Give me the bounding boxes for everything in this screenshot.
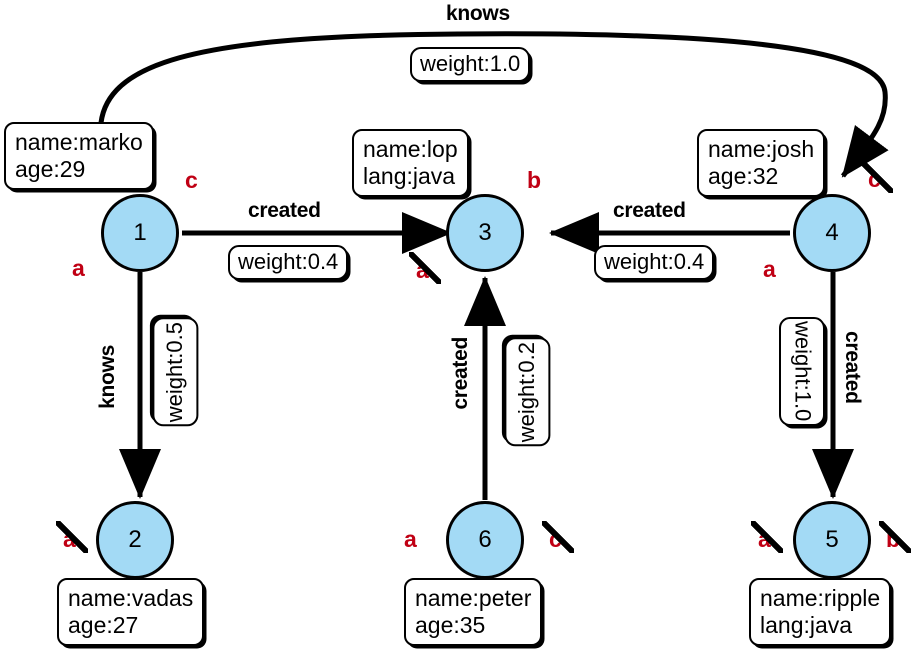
- edge-label-created-1-3: created: [248, 199, 321, 222]
- node-6-properties[interactable]: name:peter age:35: [404, 578, 543, 647]
- node-3-prop-lang: lang:java: [363, 162, 456, 189]
- node-5[interactable]: 5: [793, 501, 871, 579]
- edge-knows-1-4: [98, 31, 889, 178]
- annotation-node-1-a[interactable]: a: [72, 257, 85, 280]
- edge-weight-created-4-3[interactable]: weight:0.4: [594, 245, 715, 281]
- annotation-letter: a: [56, 521, 88, 553]
- edge-weight-created-4-5[interactable]: weight:1.0: [779, 317, 826, 427]
- node-5-properties[interactable]: name:ripple lang:java: [749, 578, 892, 647]
- annotation-node-4-a[interactable]: a: [763, 258, 776, 281]
- node-4-label: 4: [825, 219, 839, 246]
- annotation-node-3-b[interactable]: b: [527, 169, 541, 192]
- node-2-prop-name: name:vadas: [68, 585, 194, 611]
- node-6-prop-name: name:peter: [415, 585, 532, 611]
- edge-label-knows-1-4: knows: [446, 2, 510, 25]
- edge-label-created-4-3: created: [613, 199, 686, 222]
- annotation-letter: c: [861, 161, 893, 193]
- node-3-label: 3: [478, 219, 492, 246]
- annotation-letter: a: [751, 521, 783, 553]
- node-4-prop-name: name:josh: [708, 136, 815, 162]
- annotation-node-3-a-struck[interactable]: a: [409, 252, 441, 284]
- node-2-prop-age: age:27: [68, 611, 139, 638]
- annotation-letter: c: [185, 167, 198, 193]
- node-5-label: 5: [825, 526, 839, 553]
- annotation-node-4-c-struck[interactable]: c: [861, 161, 893, 193]
- annotation-letter: a: [763, 256, 776, 282]
- node-5-prop-name: name:ripple: [760, 585, 881, 611]
- node-3-prop-name: name:lop: [363, 136, 458, 162]
- edge-label-created-6-3: created: [449, 337, 472, 410]
- edge-weight-knows-1-4[interactable]: weight:1.0: [410, 47, 531, 83]
- edge-weight-created-6-3[interactable]: weight:0.2: [504, 337, 551, 447]
- edge-weight-knows-1-2[interactable]: weight:0.5: [152, 317, 199, 427]
- node-4-prop-age: age:32: [708, 162, 779, 189]
- node-4[interactable]: 4: [793, 194, 871, 272]
- annotation-node-2-a-struck[interactable]: a: [56, 521, 88, 553]
- node-3-properties[interactable]: name:lop lang:java: [352, 129, 469, 198]
- annotation-node-6-c-struck[interactable]: c: [542, 521, 574, 553]
- node-4-properties[interactable]: name:josh age:32: [697, 129, 826, 198]
- node-2-label: 2: [128, 526, 142, 553]
- annotation-letter: a: [404, 526, 417, 552]
- node-1-properties[interactable]: name:marko age:29: [4, 122, 154, 191]
- node-1[interactable]: 1: [101, 194, 179, 272]
- annotation-letter: a: [409, 252, 441, 284]
- edge-label-knows-1-2: knows: [96, 345, 119, 409]
- node-1-prop-age: age:29: [15, 155, 86, 182]
- node-1-prop-name: name:marko: [15, 129, 143, 155]
- node-1-label: 1: [133, 219, 147, 246]
- node-6-label: 6: [478, 526, 492, 553]
- annotation-node-5-b-struck[interactable]: b: [878, 521, 912, 553]
- node-2-properties[interactable]: name:vadas age:27: [57, 578, 205, 647]
- annotation-node-6-a[interactable]: a: [404, 528, 417, 551]
- node-3[interactable]: 3: [446, 194, 524, 272]
- annotation-letter: b: [878, 521, 912, 553]
- annotation-letter: b: [527, 167, 542, 193]
- node-2[interactable]: 2: [96, 501, 174, 579]
- annotation-node-5-a-struck[interactable]: a: [751, 521, 783, 553]
- annotation-letter: a: [72, 255, 85, 281]
- node-6[interactable]: 6: [446, 501, 524, 579]
- annotation-letter: c: [542, 521, 574, 553]
- annotation-node-1-c[interactable]: c: [185, 169, 198, 192]
- node-5-prop-lang: lang:java: [760, 611, 853, 638]
- node-6-prop-age: age:35: [415, 611, 486, 638]
- edge-label-created-4-5: created: [841, 331, 864, 404]
- edge-weight-created-1-3[interactable]: weight:0.4: [228, 245, 349, 281]
